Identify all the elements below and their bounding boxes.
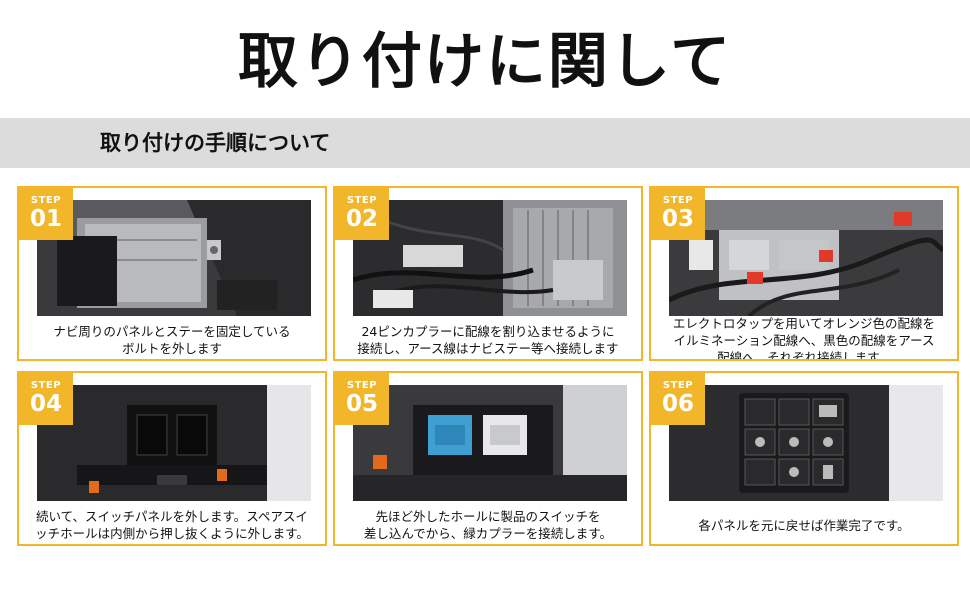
switch-panel-installed-photo <box>669 385 943 501</box>
step-number: 02 <box>345 206 378 232</box>
step-badge-label: STEP <box>346 380 378 391</box>
step-card-02: STEP 02 24ピンカプラーに配線を割り込ませるように接続し、アース線はナビ… <box>333 186 643 361</box>
page-title: 取り付けに関して <box>237 27 733 97</box>
electro-tap-photo <box>669 200 943 316</box>
section-title: 取り付けの手順について <box>100 131 331 155</box>
step-badge-label: STEP <box>662 380 694 391</box>
step-card-03: STEP 03 エレクトロタップを用いてオレンジ色の配線をイルミネーション配線へ… <box>649 186 959 361</box>
green-coupler-photo <box>353 385 627 501</box>
section-header: 取り付けの手順について <box>0 118 970 168</box>
step-caption: 24ピンカプラーに配線を割り込ませるように接続し、アース線はナビステー等へ接続し… <box>357 324 619 356</box>
step-badge: STEP 02 <box>335 188 389 240</box>
step-badge: STEP 05 <box>335 373 389 425</box>
step-card-01: STEP 01 ナビ周りのパネルとステーを固定しているボルトを外します <box>17 186 327 361</box>
step-badge: STEP 06 <box>651 373 705 425</box>
step-card-04: STEP 04 続いて、スイッチパネルを外します。スペアスイッチホールは内側から… <box>17 371 327 546</box>
switch-panel-removed-photo <box>37 385 311 501</box>
step-card-05: STEP 05 先ほど外したホールに製品のスイッチを差し込んでから、緑カプラーを… <box>333 371 643 546</box>
step-number: 01 <box>29 206 62 232</box>
step-badge: STEP 01 <box>19 188 73 240</box>
step-number: 04 <box>29 391 62 417</box>
step-caption: 続いて、スイッチパネルを外します。スペアスイッチホールは内側から押し抜くように外… <box>35 509 309 541</box>
step-badge-label: STEP <box>346 195 378 206</box>
step-number: 03 <box>661 206 694 232</box>
step-badge: STEP 03 <box>651 188 705 240</box>
step-badge-label: STEP <box>30 195 62 206</box>
step-card-06: STEP 06 各パネルを元に戻せば作業完了です。 <box>649 371 959 546</box>
step-caption: ナビ周りのパネルとステーを固定しているボルトを外します <box>53 324 291 356</box>
navi-unit-photo <box>37 200 311 316</box>
step-number: 06 <box>661 391 694 417</box>
step-caption: 先ほど外したホールに製品のスイッチを差し込んでから、緑カプラーを接続します。 <box>363 509 613 541</box>
step-badge-label: STEP <box>662 195 694 206</box>
step-badge-label: STEP <box>30 380 62 391</box>
step-caption: 各パネルを元に戻せば作業完了です。 <box>698 517 910 533</box>
wiring-harness-photo <box>353 200 627 316</box>
step-badge: STEP 04 <box>19 373 73 425</box>
step-caption: エレクトロタップを用いてオレンジ色の配線をイルミネーション配線へ、黒色の配線をア… <box>672 315 936 361</box>
step-number: 05 <box>345 391 378 417</box>
